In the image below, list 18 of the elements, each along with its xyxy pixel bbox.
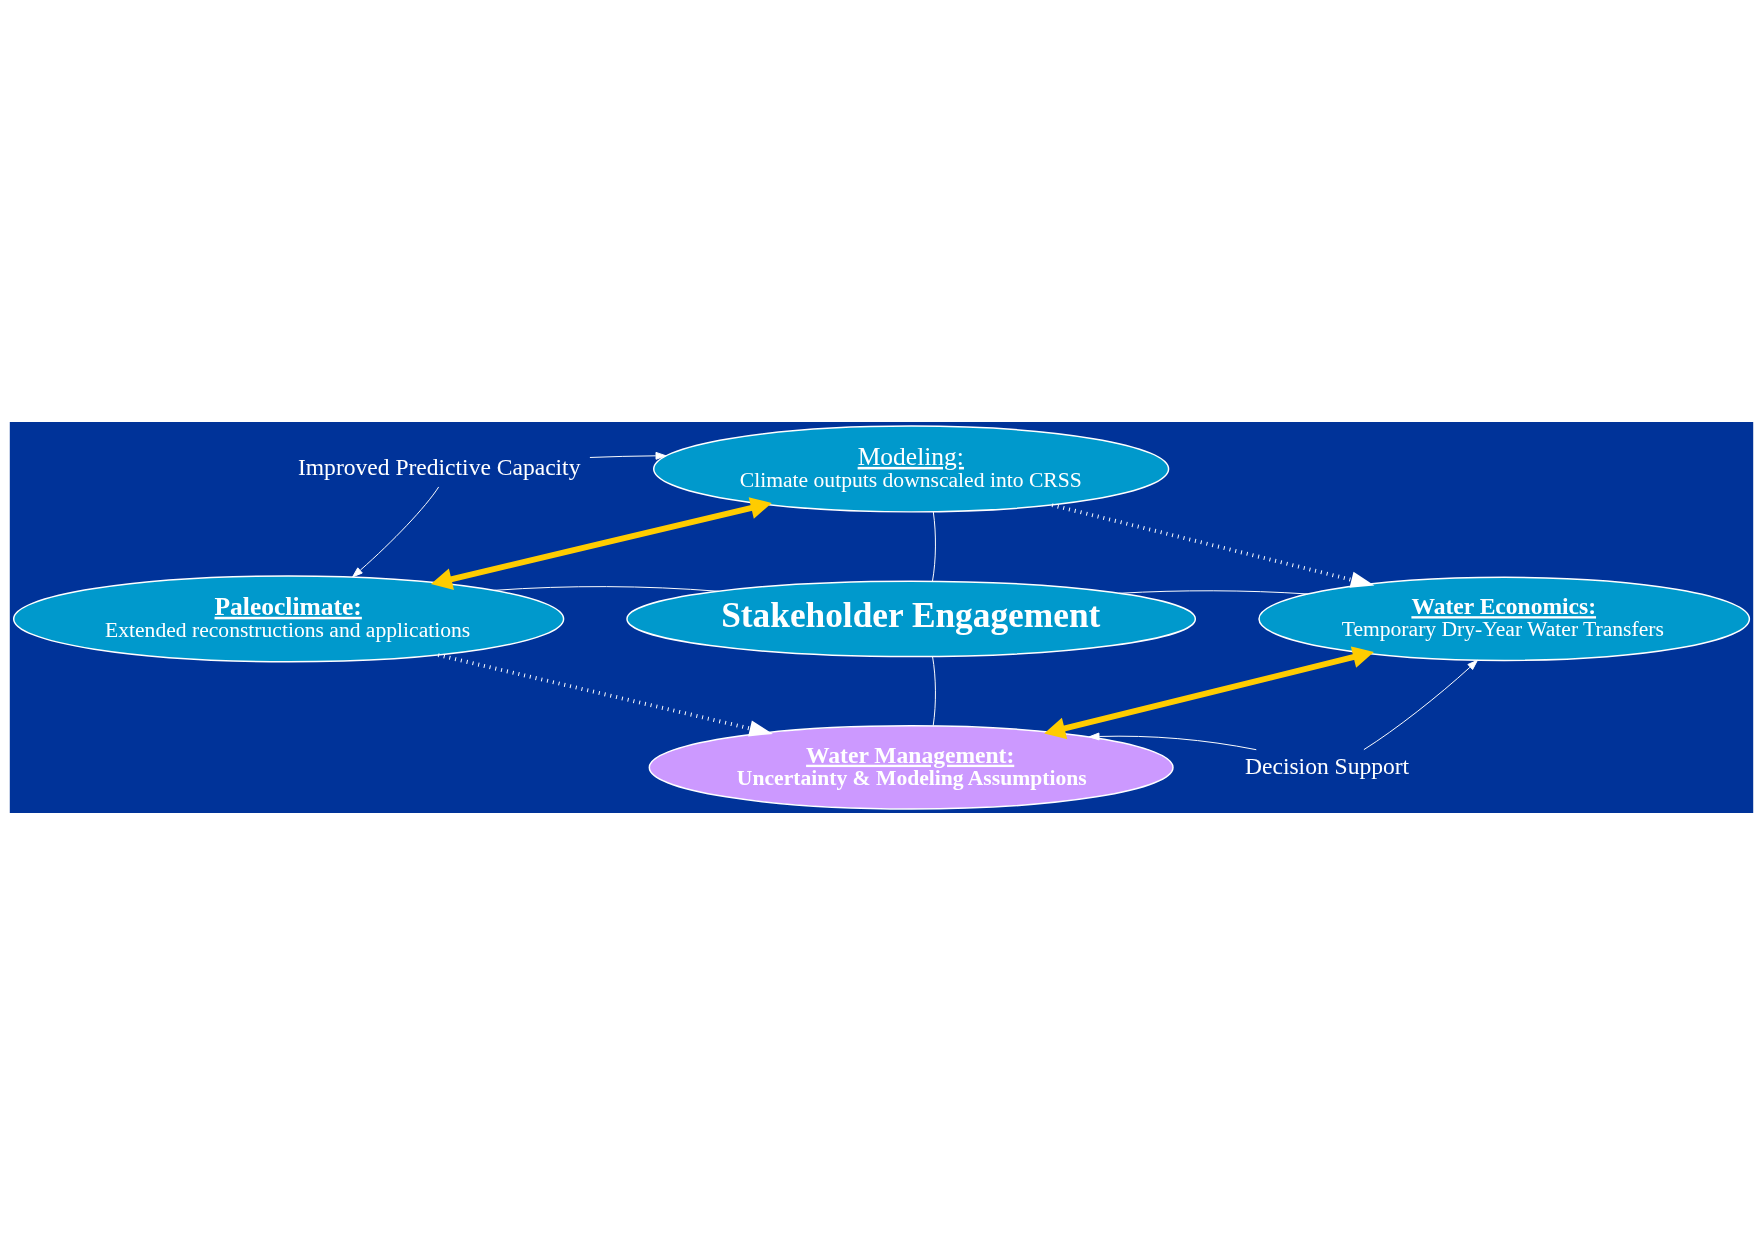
connector	[931, 511, 936, 582]
arrow	[1044, 646, 1374, 740]
node-ellipse: Paleoclimate: Extended reconstructions and applications	[12, 575, 565, 663]
node-ellipse: Water Management: Uncertainty & Modeling Assumptions	[648, 725, 1174, 810]
arrow	[1363, 659, 1478, 751]
arrow	[352, 486, 440, 578]
node-ellipse: Stakeholder Engagement	[626, 580, 1197, 658]
node-ellipse: Water Economics: Temporary Dry-Year Water Transfers	[1258, 576, 1751, 662]
arrow	[437, 653, 773, 737]
arrow	[589, 451, 667, 460]
connector	[493, 586, 720, 592]
arrow	[1051, 503, 1375, 588]
arrow	[1088, 732, 1257, 751]
arrow	[430, 497, 772, 590]
node-text: Improved Predictive Capacity	[297, 454, 581, 481]
connector	[1118, 590, 1309, 595]
connector	[932, 656, 936, 727]
node-text: Decision Support	[1244, 752, 1410, 779]
